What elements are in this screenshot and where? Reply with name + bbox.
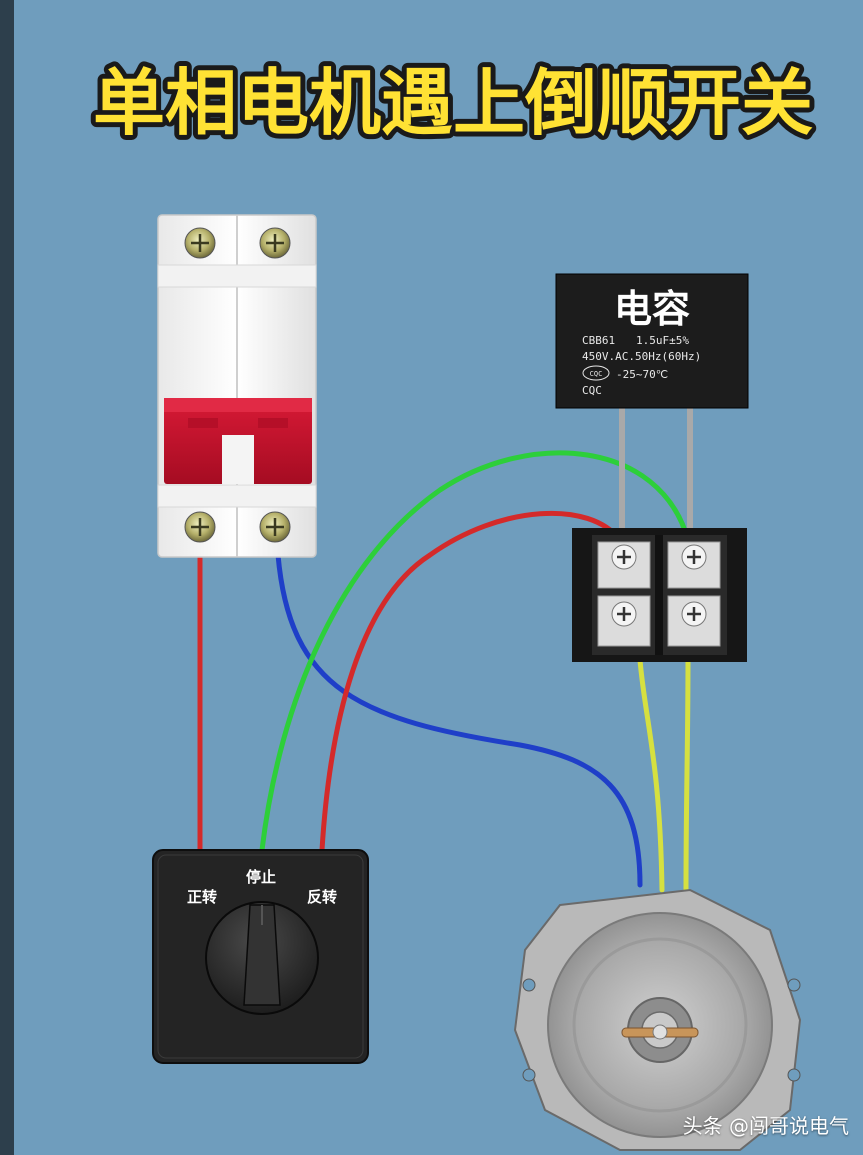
wire-blue-breaker-to-motor	[275, 552, 643, 888]
capacitor-capacitance: 1.5uF±5%	[636, 334, 689, 347]
terminal-screw-bottom-right-icon	[667, 595, 721, 647]
breaker-top-right-screw-icon	[259, 227, 291, 259]
breaker-bottom-left-screw-icon	[184, 511, 216, 543]
switch-stop-label: 停止	[246, 868, 276, 886]
wires	[197, 402, 693, 893]
motor-shaft-icon	[621, 1024, 699, 1040]
wire-green-switch-to-terminal	[259, 450, 691, 853]
switch-reverse-label: 反转	[307, 888, 337, 906]
terminal-screw-top-left-icon	[597, 541, 651, 589]
switch-knob[interactable]	[205, 901, 319, 1015]
capacitor-rating: 450V.AC.50Hz(60Hz)	[582, 350, 701, 363]
breaker-top-left-screw-icon	[184, 227, 216, 259]
title-group: 单相电机遇上倒顺开关	[88, 56, 818, 150]
motor	[513, 888, 802, 1151]
wire-red-switch-to-terminal	[319, 510, 623, 853]
capacitor-label: 电容	[614, 287, 690, 331]
breaker-handle[interactable]	[164, 398, 312, 484]
capacitor-temp-range: -25~70℃	[616, 368, 668, 381]
page-title: 单相电机遇上倒顺开关	[93, 61, 813, 145]
terminal-screw-bottom-left-icon	[597, 595, 651, 647]
terminal-screw-top-right-icon	[667, 541, 721, 589]
circuit-breaker[interactable]	[157, 214, 317, 558]
terminal-block	[572, 528, 747, 662]
wire-yellow-terminal-to-motor-1	[637, 657, 665, 893]
capacitor: 电容 CBB61 1.5uF±5% 450V.AC.50Hz(60Hz) CQC…	[555, 273, 749, 409]
capacitor-cert-text: CQC	[582, 384, 602, 397]
switch-forward-label: 正转	[187, 888, 217, 906]
watermark: 头条 @闯哥说电气	[682, 1114, 849, 1138]
left-edge-strip	[0, 0, 14, 1155]
capacitor-model: CBB61	[582, 334, 615, 347]
reversing-switch[interactable]: 正转 停止 反转	[152, 849, 369, 1064]
cqc-mark-text: CQC	[590, 370, 603, 378]
cqc-mark-icon: CQC	[582, 365, 610, 381]
breaker-bottom-right-screw-icon	[259, 511, 291, 543]
wire-yellow-terminal-to-motor-2	[683, 657, 691, 893]
